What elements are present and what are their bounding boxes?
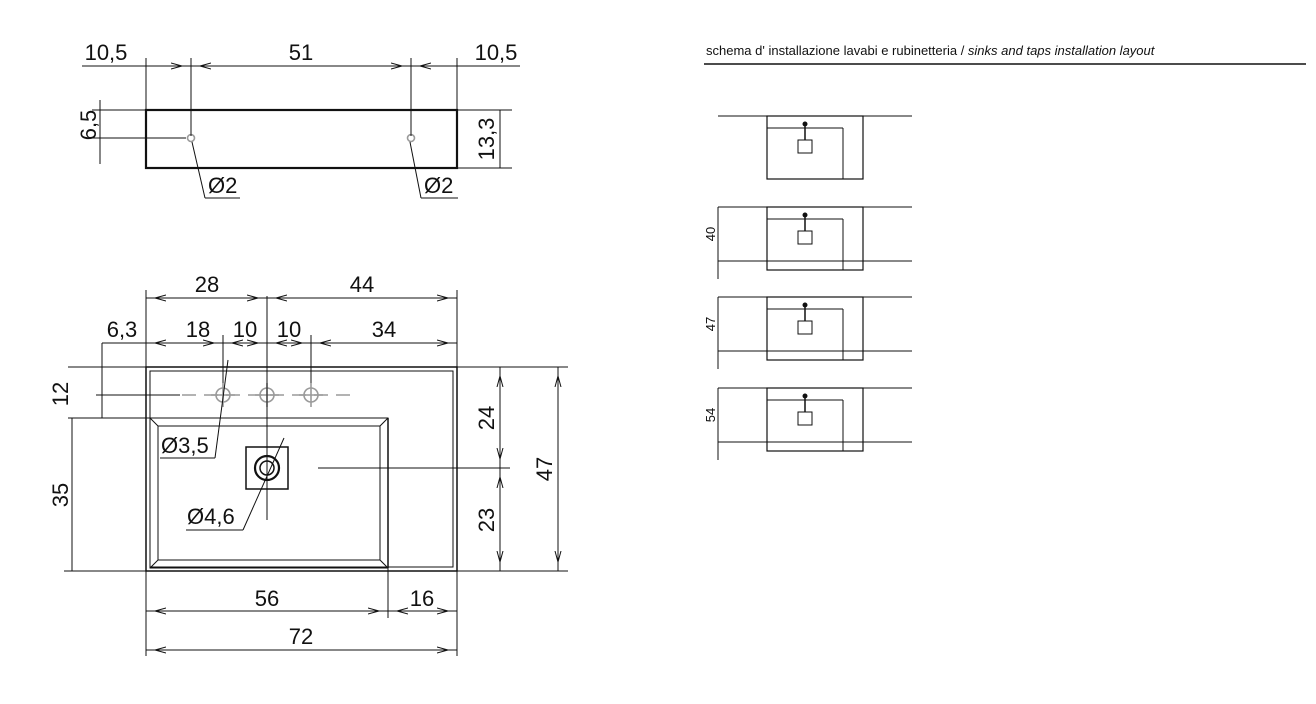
dim-top-hole-offset: 6,5 <box>76 110 101 141</box>
layout-sink-body <box>766 115 864 180</box>
dim-top-hole-right: Ø2 <box>424 173 453 198</box>
leader-line <box>214 359 229 459</box>
basin-corner <box>379 559 389 569</box>
dim-top-hole-spacing: 51 <box>289 40 313 65</box>
dim-top-hole-left: Ø2 <box>208 173 237 198</box>
dim-plan-edge-offset: 6,3 <box>107 317 138 342</box>
header: schema d' installazione lavabi e rubinet… <box>704 43 1306 65</box>
dim-plan-center-to-right: 44 <box>350 272 374 297</box>
basin-corner <box>149 417 159 427</box>
leader-line <box>242 437 285 531</box>
installation-layout-3: 47 <box>703 296 912 369</box>
dim-plan-tap-hole: Ø3,5 <box>161 433 209 458</box>
dim-top-left-margin: 10,5 <box>85 40 128 65</box>
dim-plan-tap-row-offset: 12 <box>48 382 73 406</box>
layout-drain <box>797 411 813 426</box>
installation-layout-4: 54 <box>703 387 912 460</box>
installation-layouts: 40 47 54 <box>703 115 912 460</box>
header-separator: / <box>957 43 968 58</box>
layout-sink-body <box>766 206 864 271</box>
dim-plan-drain-hole: Ø4,6 <box>187 504 235 529</box>
plan-view: 28 44 6,3 18 10 10 34 12 35 <box>48 272 568 656</box>
dim-plan-total-depth: 47 <box>532 457 557 481</box>
dim-plan-hole-gap-right: 10 <box>277 317 301 342</box>
dim-plan-shelf-width: 16 <box>410 586 434 611</box>
basin-inner <box>157 425 381 561</box>
dim-top-right-margin: 10,5 <box>475 40 518 65</box>
layout-height-label: 40 <box>703 227 718 241</box>
basin-corner <box>149 559 159 569</box>
basin-corner <box>379 417 389 427</box>
dim-plan-to-first-hole: 18 <box>186 317 210 342</box>
layout-drain <box>797 139 813 154</box>
dim-plan-drain-to-bottom: 23 <box>474 508 499 532</box>
leader-line <box>191 141 206 199</box>
top-view-outline <box>144 108 459 170</box>
dim-plan-to-center: 28 <box>195 272 219 297</box>
layout-height-label: 47 <box>703 317 718 331</box>
dim-top-depth: 13,3 <box>474 118 499 161</box>
plan-outline <box>145 366 458 572</box>
leader-line <box>409 141 422 199</box>
dim-plan-basin-width: 56 <box>255 586 279 611</box>
dim-plan-upper-to-drain: 24 <box>474 406 499 430</box>
layout-drain <box>797 320 813 335</box>
dim-plan-hole-gap-left: 10 <box>233 317 257 342</box>
tap-hole-right <box>299 383 323 407</box>
dim-plan-total-width: 72 <box>289 624 313 649</box>
layout-drain <box>797 230 813 245</box>
plan-inner-outline <box>149 370 454 568</box>
layout-height-label: 54 <box>703 408 718 422</box>
layout-sink-body <box>766 387 864 452</box>
svg-text:schema d' installazione lavabi: schema d' installazione lavabi e rubinet… <box>706 43 1156 58</box>
installation-layout-2: 40 <box>703 206 912 279</box>
installation-layout-1 <box>718 115 912 180</box>
top-view: 10,5 51 10,5 6,5 13,3 Ø2 Ø2 <box>76 40 520 199</box>
dim-plan-hole-to-right: 34 <box>372 317 396 342</box>
layout-sink-body <box>766 296 864 361</box>
header-title-it: schema d' installazione lavabi e rubinet… <box>706 43 958 58</box>
dim-plan-lower-height: 35 <box>48 483 73 507</box>
header-title-en: sinks and taps installation layout <box>968 43 1156 58</box>
